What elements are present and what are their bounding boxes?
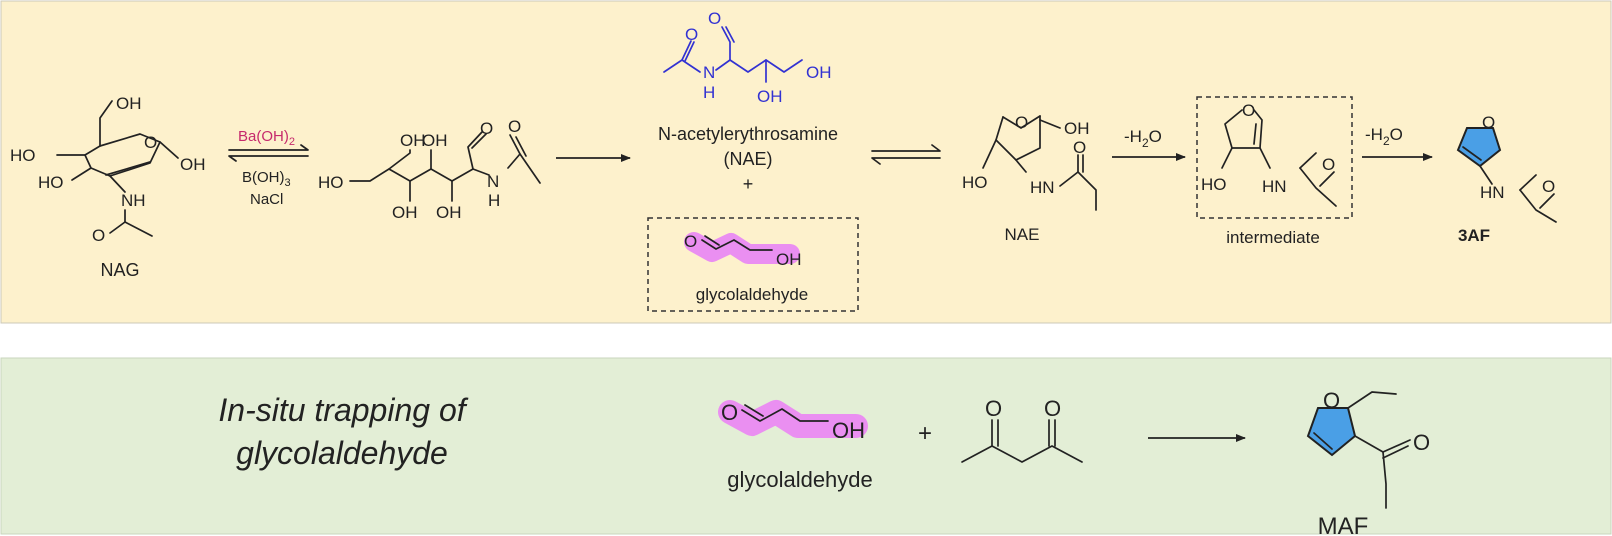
glycolaldehyde-top-o: O: [684, 232, 697, 251]
equilibrium-arrows: [871, 144, 941, 165]
acetylacetone-o-2: O: [1044, 396, 1061, 421]
step1-label: -H2O: [1124, 127, 1162, 150]
nae-cyclic-hn: HN: [1030, 178, 1055, 197]
product-maf-ketone-o: O: [1413, 430, 1430, 455]
nae-cyclic-ho: HO: [962, 173, 988, 192]
nag-structure: OH O OH HO HO NH O NAG: [10, 94, 206, 280]
product-maf-ring-o: O: [1323, 388, 1340, 413]
nae-cyclic-oh: OH: [1064, 119, 1090, 138]
intermediate-hn: HN: [1262, 177, 1287, 196]
nae-amide-o: O: [685, 25, 698, 44]
nae-open-structure: O O N H OH OH N-acetylerythrosamine (NAE…: [658, 9, 838, 194]
product-maf-structure: O O MAF: [1306, 388, 1430, 536]
product-3af-ring-o: O: [1482, 113, 1495, 132]
nae-cyclic-ring-o: O: [1015, 113, 1028, 132]
glycolaldehyde-box: O OH glycolaldehyde: [647, 217, 859, 312]
bottom-plus: +: [918, 420, 932, 447]
nae-aldehyde-o: O: [708, 9, 721, 28]
open-chain-n: N: [487, 172, 499, 191]
trapping-title-line-2: glycolaldehyde: [236, 435, 448, 471]
intermediate-ring-o: O: [1242, 101, 1255, 120]
open-chain-amide-o: O: [508, 117, 521, 136]
open-chain-aldehyde-o: O: [480, 119, 493, 138]
nae-cyclic-amide-o: O: [1073, 138, 1086, 157]
product-3af-amide-o: O: [1542, 177, 1555, 196]
trapping-title-line-1: In-situ trapping of: [218, 392, 468, 428]
intermediate-ho: HO: [1201, 175, 1227, 194]
acetylacetone-structure: O O: [961, 396, 1083, 463]
intermediate-label: intermediate: [1226, 228, 1320, 247]
furan-ring-maf: [1306, 407, 1357, 457]
nag-label: NAG: [100, 260, 139, 280]
nae-name: N-acetylerythrosamine: [658, 124, 838, 144]
product-maf-label: MAF: [1318, 513, 1369, 536]
glycolaldehyde-bottom-o: O: [721, 400, 738, 425]
nag-nh: NH: [121, 191, 146, 210]
glycolaldehyde-top-label: glycolaldehyde: [696, 285, 808, 304]
product-3af-label: 3AF: [1458, 226, 1490, 245]
step2-label: -H2O: [1365, 125, 1403, 148]
reagent-boh3: B(OH)3: [242, 169, 291, 189]
nag-ho-left-lower: HO: [38, 173, 64, 192]
product-3af-structure: O HN O 3AF: [1456, 113, 1557, 245]
intermediate-structure: O HO HN O intermediate: [1196, 96, 1353, 247]
top-panel: [0, 0, 1612, 324]
open-chain-oh-3: OH: [392, 203, 418, 222]
nae-cyclic-structure: O OH HO HN O NAE: [962, 113, 1097, 244]
open-chain-oh-1: OH: [400, 131, 426, 150]
product-3af-hn: HN: [1480, 183, 1505, 202]
nag-ho-left: HO: [10, 146, 36, 165]
dehydration-step-1: -H2O: [1112, 127, 1186, 161]
nag-oh-top: OH: [116, 94, 142, 113]
glycolaldehyde-bottom-oh: OH: [832, 418, 865, 443]
nae-cyclic-label: NAE: [1005, 225, 1040, 244]
reagent-equilibrium: Ba(OH)2 B(OH)3 NaCl: [228, 128, 309, 208]
nae-abbr: (NAE): [724, 149, 773, 169]
nae-oh-end: OH: [806, 63, 832, 82]
dehydration-step-2: -H2O: [1362, 125, 1433, 161]
reagent-nacl: NaCl: [250, 191, 283, 208]
nag-oh-right: OH: [180, 155, 206, 174]
nae-h: H: [703, 83, 715, 102]
open-chain-ho: HO: [318, 173, 344, 192]
intermediate-amide-o: O: [1322, 155, 1335, 174]
open-chain-structure: HO OH OH OH OH O N H O: [318, 117, 541, 222]
nae-plus: +: [743, 174, 754, 194]
open-chain-oh-4: OH: [436, 203, 462, 222]
nag-amide-oxygen: O: [92, 226, 105, 245]
reagent-baoh2: Ba(OH)2: [238, 128, 295, 148]
glycolaldehyde-highlight-top: [684, 232, 800, 264]
glycolaldehyde-bottom-label: glycolaldehyde: [727, 467, 873, 492]
nae-n: N: [703, 63, 715, 82]
nae-oh-side: OH: [757, 87, 783, 106]
nag-ring-oxygen: O: [144, 133, 157, 152]
glycolaldehyde-top-oh: OH: [776, 250, 802, 269]
acetylacetone-o-1: O: [985, 396, 1002, 421]
furan-ring-3af: [1456, 127, 1502, 168]
open-chain-h: H: [488, 191, 500, 210]
open-chain-oh-2: OH: [422, 131, 448, 150]
glycolaldehyde-bottom: O OH glycolaldehyde: [718, 400, 873, 492]
